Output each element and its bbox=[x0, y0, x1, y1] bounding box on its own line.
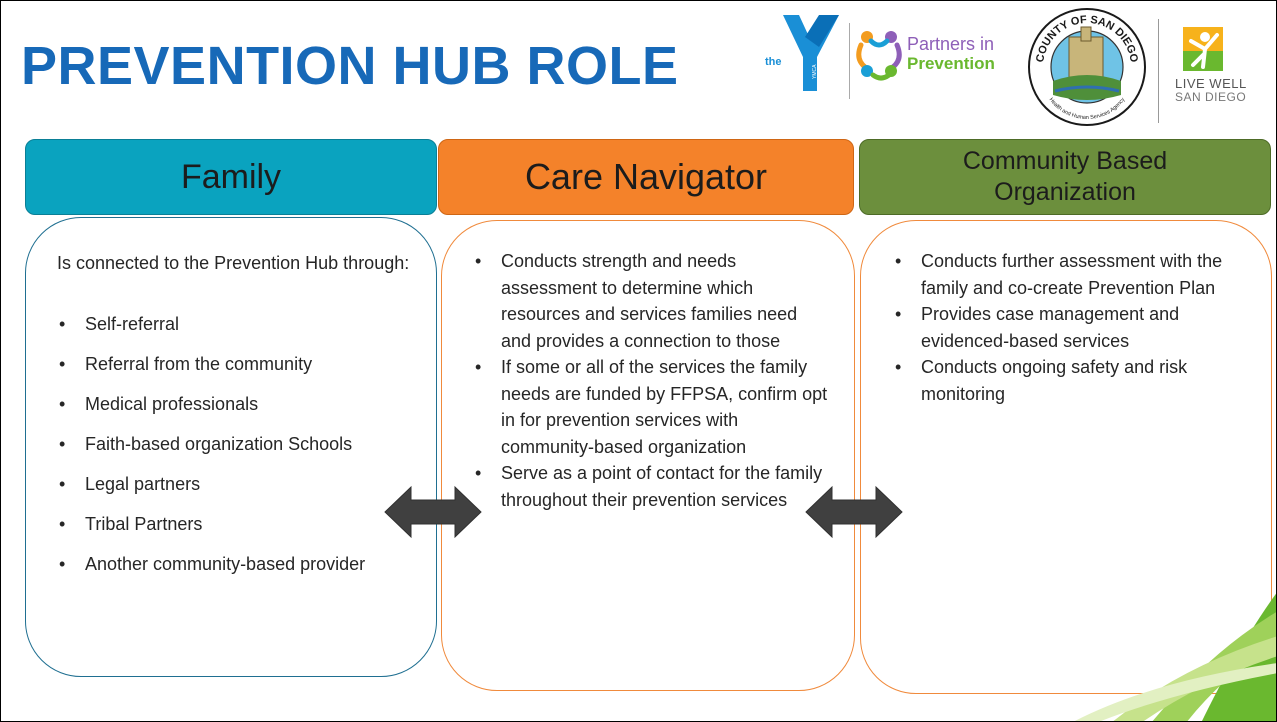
list-item: Legal partners bbox=[57, 471, 427, 497]
live-well-figure-icon bbox=[1183, 27, 1223, 71]
double-arrow-icon bbox=[805, 485, 903, 539]
live-well-logo: LIVE WELL SAN DIEGO bbox=[1163, 25, 1275, 121]
double-arrow-icon bbox=[384, 485, 482, 539]
list-item: Faith-based organization Schools bbox=[57, 431, 427, 457]
ymca-the-text: the bbox=[765, 56, 782, 68]
cbo-list: Conducts further assessment with the fam… bbox=[893, 248, 1249, 407]
list-item: Tribal Partners bbox=[57, 511, 427, 537]
list-item: Serve as a point of contact for the fami… bbox=[473, 460, 829, 513]
county-seal-logo: COUNTY OF SAN DIEGO Health and Human Ser… bbox=[1028, 8, 1146, 126]
list-item: Another community-based provider bbox=[57, 551, 427, 577]
list-item: Medical professionals bbox=[57, 391, 427, 417]
list-item: Referral from the community bbox=[57, 351, 427, 377]
list-item: Conducts further assessment with the fam… bbox=[893, 248, 1249, 301]
logo-divider bbox=[849, 23, 850, 99]
live-well-text: LIVE WELL bbox=[1175, 76, 1247, 91]
care-navigator-header: Care Navigator bbox=[438, 139, 854, 215]
care-navigator-list: Conducts strength and needs assessment t… bbox=[473, 248, 829, 513]
ymca-small-text: YMCA bbox=[812, 64, 818, 79]
list-item: Conducts ongoing safety and risk monitor… bbox=[893, 354, 1249, 407]
family-intro: Is connected to the Prevention Hub throu… bbox=[57, 253, 410, 273]
san-diego-text: SAN DIEGO bbox=[1175, 90, 1247, 104]
list-item: Self-referral bbox=[57, 311, 427, 337]
ymca-logo: the YMCA bbox=[765, 15, 839, 91]
family-header: Family bbox=[25, 139, 437, 215]
list-item: If some or all of the services the famil… bbox=[473, 354, 829, 460]
decorative-swoosh bbox=[1074, 593, 1276, 721]
partners-in-prevention-logo: Partners in Prevention bbox=[853, 25, 1029, 85]
logo-divider bbox=[1158, 19, 1159, 123]
partners-text: Partners in bbox=[907, 34, 995, 54]
page-title: PREVENTION HUB ROLE bbox=[21, 36, 679, 96]
logo-bar: the YMCA Partners in Prevention bbox=[761, 1, 1276, 131]
cbo-header: Community Based Organization bbox=[859, 139, 1271, 215]
family-list: Self-referral Referral from the communit… bbox=[57, 311, 427, 591]
people-circle-icon bbox=[856, 31, 902, 81]
list-item: Provides case management and evidenced-b… bbox=[893, 301, 1249, 354]
list-item: Conducts strength and needs assessment t… bbox=[473, 248, 829, 354]
prevention-text: Prevention bbox=[907, 54, 995, 73]
